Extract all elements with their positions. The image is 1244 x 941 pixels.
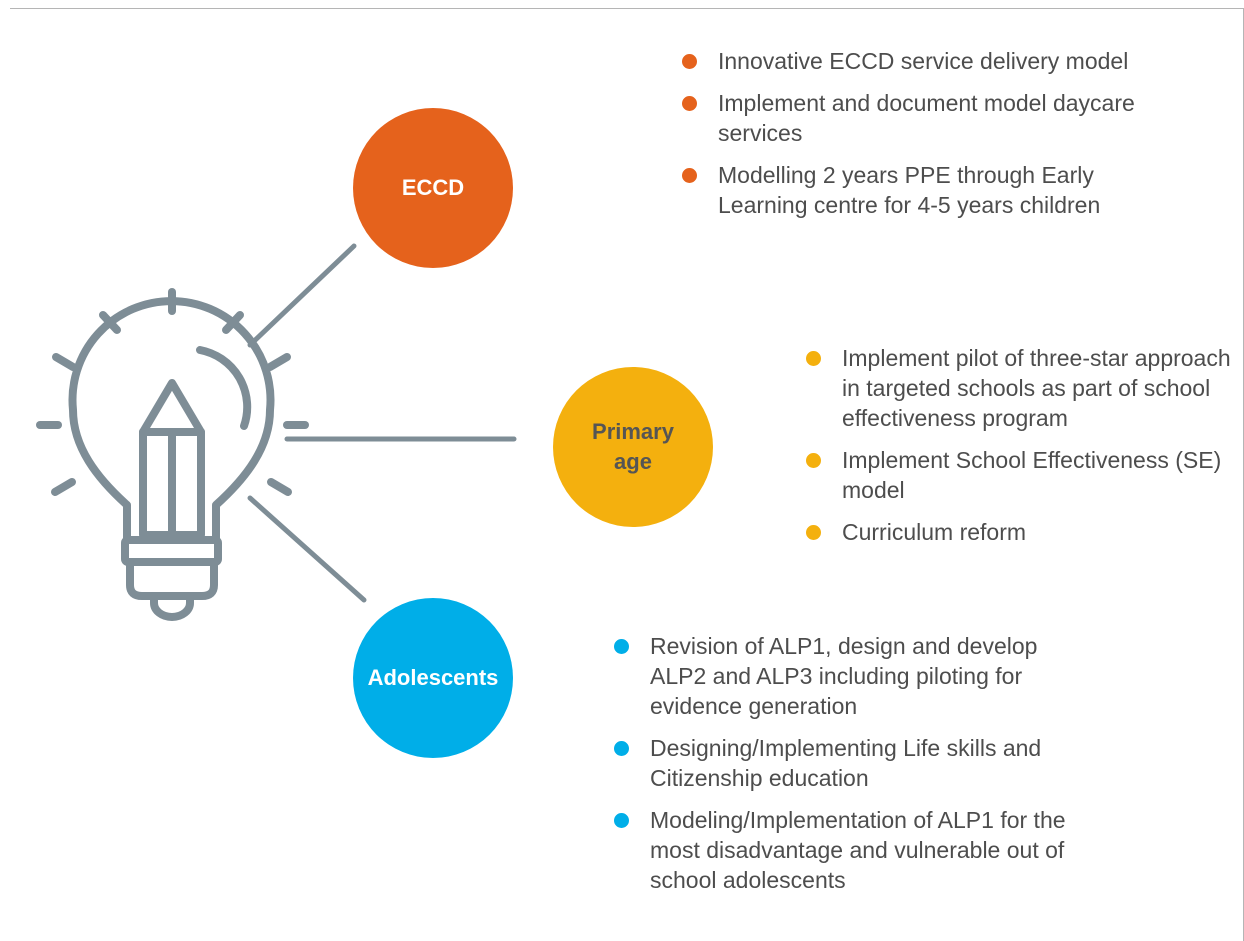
connector-adolescents <box>247 495 367 603</box>
eccd-bullet-list: Innovative ECCD service delivery model I… <box>682 46 1152 232</box>
list-item: Innovative ECCD service delivery model <box>682 46 1152 76</box>
list-item: Modelling 2 years PPE through Early Lear… <box>682 160 1152 220</box>
list-item: Revision of ALP1, design and develop ALP… <box>614 631 1094 721</box>
list-item-text: Implement pilot of three-star approach i… <box>842 345 1231 431</box>
list-item-text: Curriculum reform <box>842 519 1027 545</box>
connector-eccd <box>247 243 357 348</box>
eccd-label: ECCD <box>401 175 465 200</box>
list-item-text: Innovative ECCD service delivery model <box>718 48 1129 74</box>
bullet-dot-icon <box>806 351 821 366</box>
list-item-text: Modeling/Implementation of ALP1 for the … <box>650 807 1066 893</box>
bullet-dot-icon <box>806 525 821 540</box>
adolescents-label: Adolescents <box>367 665 499 690</box>
adolescents-circle: Adolescents <box>353 598 513 758</box>
bullet-dot-icon <box>614 813 629 828</box>
primary-age-label: Primary age <box>592 419 674 474</box>
list-item-text: Revision of ALP1, design and develop ALP… <box>650 633 1038 719</box>
adolescents-bullet-list: Revision of ALP1, design and develop ALP… <box>614 631 1094 907</box>
list-item: Modeling/Implementation of ALP1 for the … <box>614 805 1094 895</box>
primary-age-circle: Primary age <box>553 367 713 527</box>
list-item-text: Implement and document model daycare ser… <box>718 90 1135 146</box>
list-item: Implement and document model daycare ser… <box>682 88 1152 148</box>
bullet-dot-icon <box>682 54 697 69</box>
list-item-text: Implement School Effectiveness (SE) mode… <box>842 447 1222 503</box>
list-item: Implement School Effectiveness (SE) mode… <box>806 445 1236 505</box>
primary-age-bullet-list: Implement pilot of three-star approach i… <box>806 343 1236 559</box>
list-item: Curriculum reform <box>806 517 1236 547</box>
list-item-text: Designing/Implementing Life skills and C… <box>650 735 1042 791</box>
bullet-dot-icon <box>806 453 821 468</box>
bullet-dot-icon <box>614 741 629 756</box>
bullet-dot-icon <box>682 168 697 183</box>
lightbulb-pencil-icon <box>36 288 309 621</box>
eccd-circle: ECCD <box>353 108 513 268</box>
bullet-dot-icon <box>614 639 629 654</box>
list-item-text: Modelling 2 years PPE through Early Lear… <box>718 162 1101 218</box>
list-item: Implement pilot of three-star approach i… <box>806 343 1236 433</box>
list-item: Designing/Implementing Life skills and C… <box>614 733 1094 793</box>
bullet-dot-icon <box>682 96 697 111</box>
